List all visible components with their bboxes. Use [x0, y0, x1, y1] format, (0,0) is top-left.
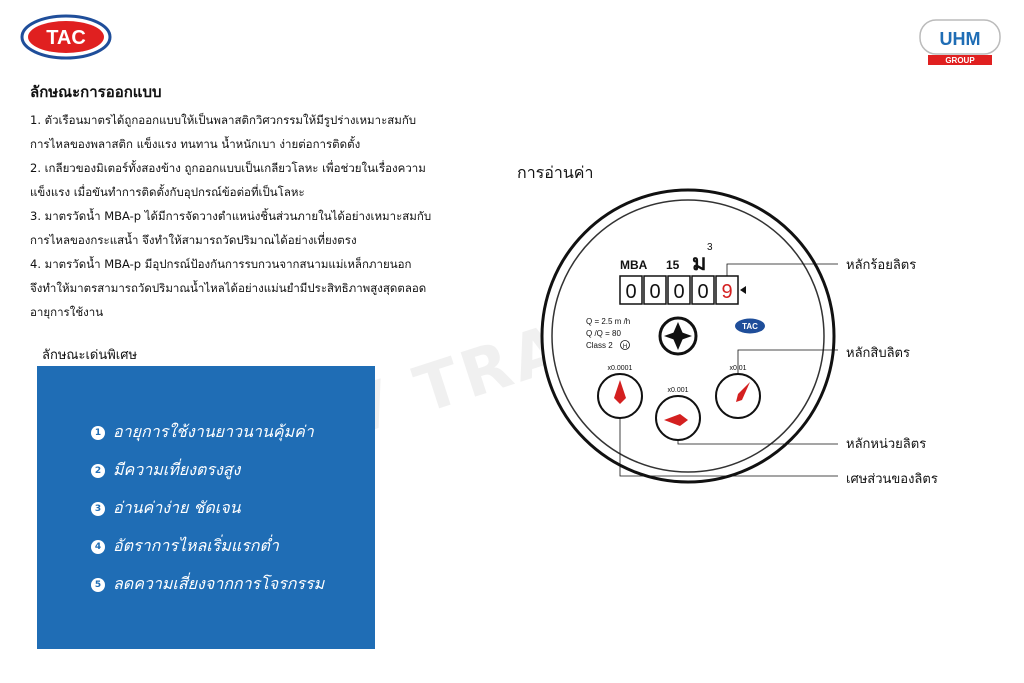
paragraph-line: แข็งแรง เมื่อขันทำการติดตั้งกับอุปกรณ์ข้…: [30, 185, 305, 199]
uhm-logo-sub: GROUP: [945, 56, 975, 65]
needle-icon: [736, 382, 750, 402]
paragraph-1: 1. ตัวเรือนมาตรได้ถูกออกแบบให้เป็นพลาสติ…: [30, 108, 460, 156]
meter-unit-sup: 3: [707, 242, 713, 253]
label-hundreds: หลักร้อยลิตร: [846, 258, 917, 273]
features-box: 1 อายุการใช้งานยาวนานคุ้มค่า 2 มีความเที…: [37, 366, 375, 649]
digit-4: 0: [697, 281, 708, 303]
feature-item: 4 อัตราการไหลเริ่มแรกต่ำ: [91, 534, 279, 559]
feature-text: อัตราการไหลเริ่มแรกต่ำ: [113, 536, 279, 555]
feature-item: 3 อ่านค่าง่าย ชัดเจน: [91, 496, 241, 521]
uhm-logo: UHM GROUP: [919, 19, 1001, 65]
spec-q3: Q = 2.5 m /h: [586, 317, 630, 326]
spec-class: Class 2: [586, 341, 613, 350]
number-badge-icon: 3: [91, 501, 105, 516]
spec-class-mark: H: [623, 344, 627, 350]
reading-title: การอ่านค่า: [517, 163, 594, 182]
design-title: ลักษณะการออกแบบ: [30, 83, 162, 101]
paragraph-line: 4. มาตรวัดน้ำ MBA-p มีอุปกรณ์ป้องกันการร…: [30, 257, 412, 271]
digit-1: 0: [625, 281, 636, 303]
feature-text: ลดความเสี่ยงจากการโจรกรรม: [113, 574, 325, 593]
paragraph-line: อายุการใช้งาน: [30, 305, 104, 319]
feature-text: มีความเที่ยงตรงสูง: [113, 460, 241, 479]
tac-logo: TAC: [20, 14, 112, 60]
paragraph-4: 4. มาตรวัดน้ำ MBA-p มีอุปกรณ์ป้องกันการร…: [30, 252, 460, 324]
digit-2: 0: [649, 281, 660, 303]
meter-unit: ม: [692, 250, 707, 275]
meter-model: MBA: [620, 258, 648, 272]
number-badge-icon: 5: [91, 577, 105, 592]
uhm-logo-text: UHM: [940, 29, 981, 49]
digit-5: 9: [721, 281, 732, 303]
feature-item: 2 มีความเที่ยงตรงสูง: [91, 458, 240, 483]
paragraph-line: จึงทำให้มาตรสามารถวัดปริมาณน้ำไหลได้อย่า…: [30, 281, 427, 295]
paragraph-3: 3. มาตรวัดน้ำ MBA-p ได้มีการจัดวางตำแหน่…: [30, 204, 460, 252]
dial-left-label: x0.0001: [608, 365, 633, 372]
label-units: หลักหน่วยลิตร: [846, 437, 927, 452]
digit-3: 0: [673, 281, 684, 303]
meter-size: 15: [666, 258, 680, 272]
number-badge-icon: 2: [91, 463, 105, 478]
feature-text: อายุการใช้งานยาวนานคุ้มค่า: [113, 422, 314, 441]
needle-icon: [664, 414, 688, 426]
number-badge-icon: 4: [91, 539, 105, 554]
number-badge-icon: 1: [91, 425, 105, 440]
label-fraction: เศษส่วนของลิตร: [846, 472, 938, 487]
pointer-arrow-icon: [740, 286, 746, 294]
paragraph-line: การไหลของพลาสติก แข็งแรง ทนทาน น้ำหนักเบ…: [30, 137, 361, 151]
needle-icon: [614, 380, 626, 404]
brand-badge-text: TAC: [742, 322, 758, 331]
paragraph-line: 3. มาตรวัดน้ำ MBA-p ได้มีการจัดวางตำแหน่…: [30, 209, 432, 223]
feature-item: 5 ลดความเสี่ยงจากการโจรกรรม: [91, 572, 324, 597]
label-tens: หลักสิบลิตร: [846, 346, 910, 361]
spec-ratio: Q /Q = 80: [586, 329, 621, 338]
paragraph-line: 2. เกลียวของมิเตอร์ทั้งสองข้าง ถูกออกแบบ…: [30, 161, 426, 175]
water-meter-diagram: MBA 15 ม 3 0 0 0 0 9 Q = 2.5 m /h Q /Q =…: [540, 188, 838, 484]
features-title: ลักษณะเด่นพิเศษ: [42, 348, 138, 363]
paragraph-line: 1. ตัวเรือนมาตรได้ถูกออกแบบให้เป็นพลาสติ…: [30, 113, 417, 127]
brand-badge: [735, 318, 765, 334]
dial-middle-label: x0.001: [667, 387, 688, 394]
feature-text: อ่านค่าง่าย ชัดเจน: [113, 498, 241, 517]
feature-item: 1 อายุการใช้งานยาวนานคุ้มค่า: [91, 420, 314, 445]
tac-logo-text: TAC: [46, 27, 86, 49]
dial-middle: x0.001: [655, 387, 701, 441]
paragraph-line: การไหลของกระแสน้ำ จึงทำให้สามารถวัดปริมา…: [30, 233, 357, 247]
paragraph-2: 2. เกลียวของมิเตอร์ทั้งสองข้าง ถูกออกแบบ…: [30, 156, 460, 204]
